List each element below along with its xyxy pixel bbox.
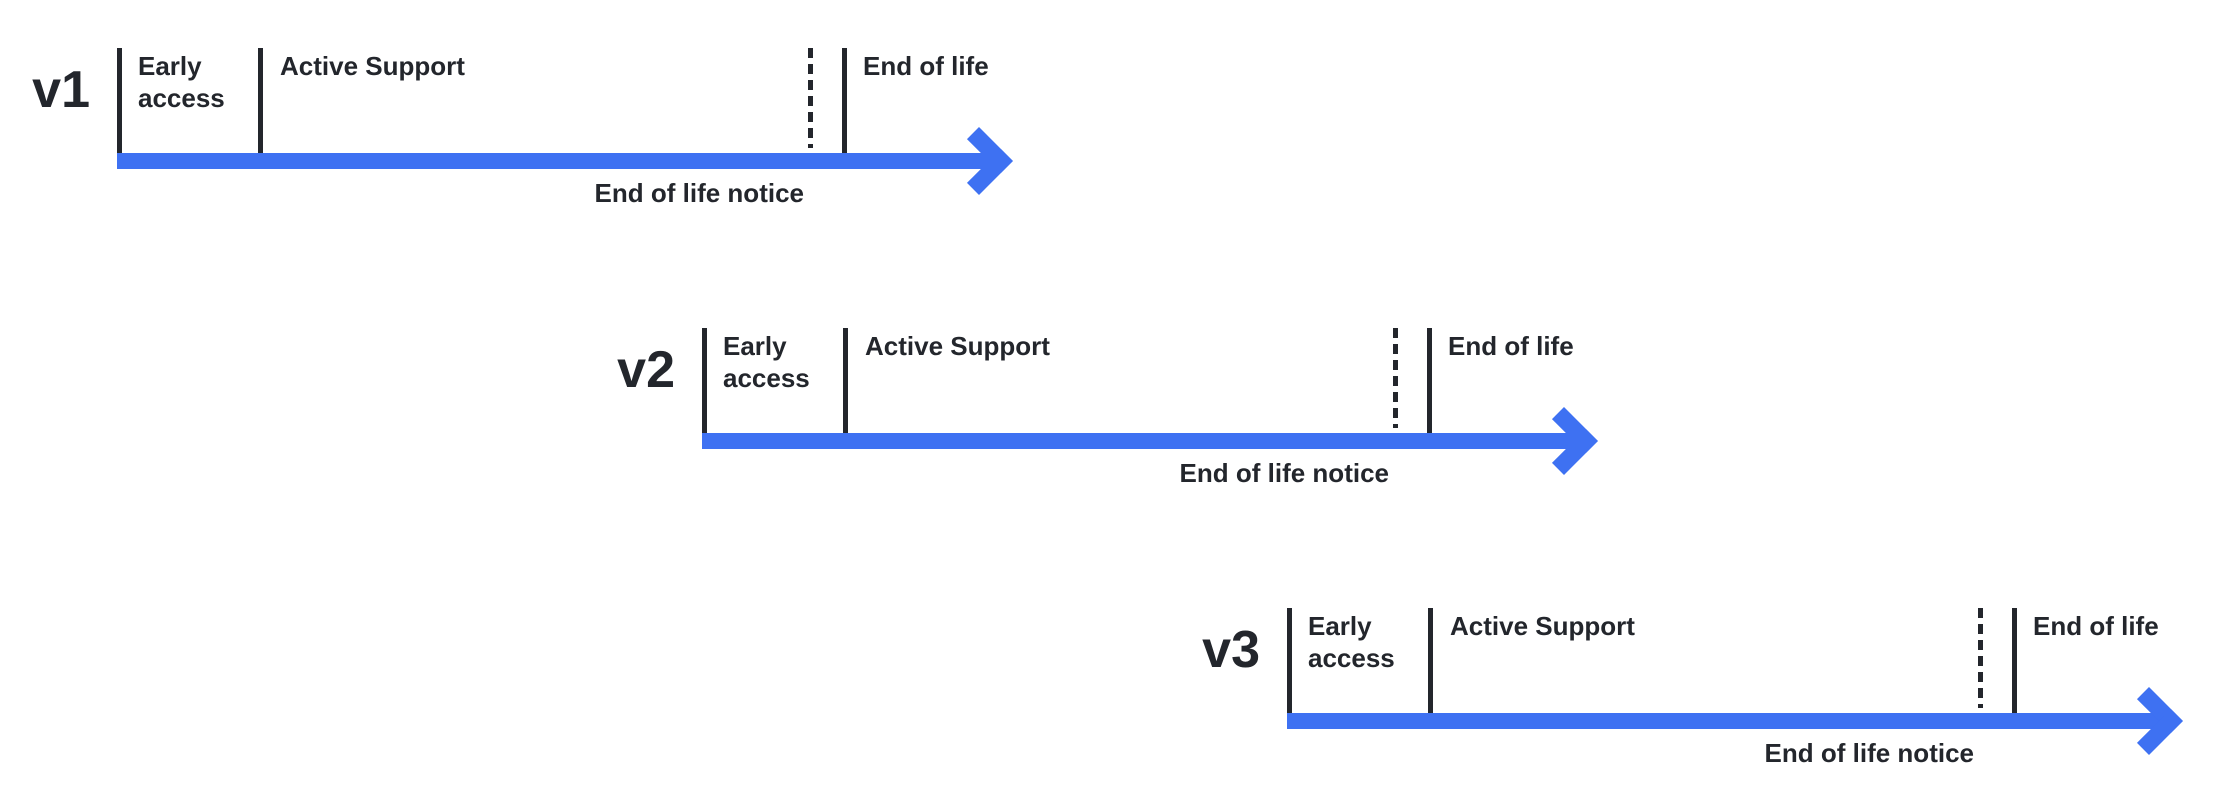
version-label-v3: v3 xyxy=(1202,621,1260,679)
end-of-life-notice-label: End of life notice xyxy=(594,178,804,208)
early-access-tick xyxy=(702,328,707,433)
eol-notice-dashed-line xyxy=(1393,328,1398,428)
arrow-right-icon xyxy=(945,127,1013,195)
eol-notice-dashed-line xyxy=(808,48,813,148)
early-access-tick xyxy=(1287,608,1292,713)
timeline-v2: v2 Early access Active Support End of li… xyxy=(617,328,1652,558)
end-of-life-tick xyxy=(1427,328,1432,433)
arrow-right-icon xyxy=(1530,407,1598,475)
active-support-label: Active Support xyxy=(280,51,465,81)
timeline-v1: v1 Early access Active Support End of li… xyxy=(32,48,1067,278)
active-support-tick xyxy=(258,48,263,153)
version-label-v1: v1 xyxy=(32,61,90,119)
early-access-label: Early access xyxy=(1308,611,1395,673)
end-of-life-notice-label: End of life notice xyxy=(1179,458,1389,488)
active-support-label: Active Support xyxy=(1450,611,1635,641)
end-of-life-tick xyxy=(842,48,847,153)
early-access-label: Early access xyxy=(723,331,810,393)
timeline-bar xyxy=(702,433,1575,449)
timeline-bar xyxy=(117,153,990,169)
end-of-life-label: End of life xyxy=(1448,331,1574,361)
early-access-label: Early access xyxy=(138,51,225,113)
end-of-life-notice-label: End of life notice xyxy=(1764,738,1974,768)
arrow-right-icon xyxy=(2115,687,2183,755)
active-support-tick xyxy=(1428,608,1433,713)
end-of-life-tick xyxy=(2012,608,2017,713)
version-label-v2: v2 xyxy=(617,341,675,399)
timeline-bar xyxy=(1287,713,2160,729)
early-access-tick xyxy=(117,48,122,153)
timeline-v3: v3 Early access Active Support End of li… xyxy=(1202,608,2228,812)
end-of-life-label: End of life xyxy=(863,51,989,81)
active-support-tick xyxy=(843,328,848,433)
eol-notice-dashed-line xyxy=(1978,608,1983,708)
active-support-label: Active Support xyxy=(865,331,1050,361)
end-of-life-label: End of life xyxy=(2033,611,2159,641)
